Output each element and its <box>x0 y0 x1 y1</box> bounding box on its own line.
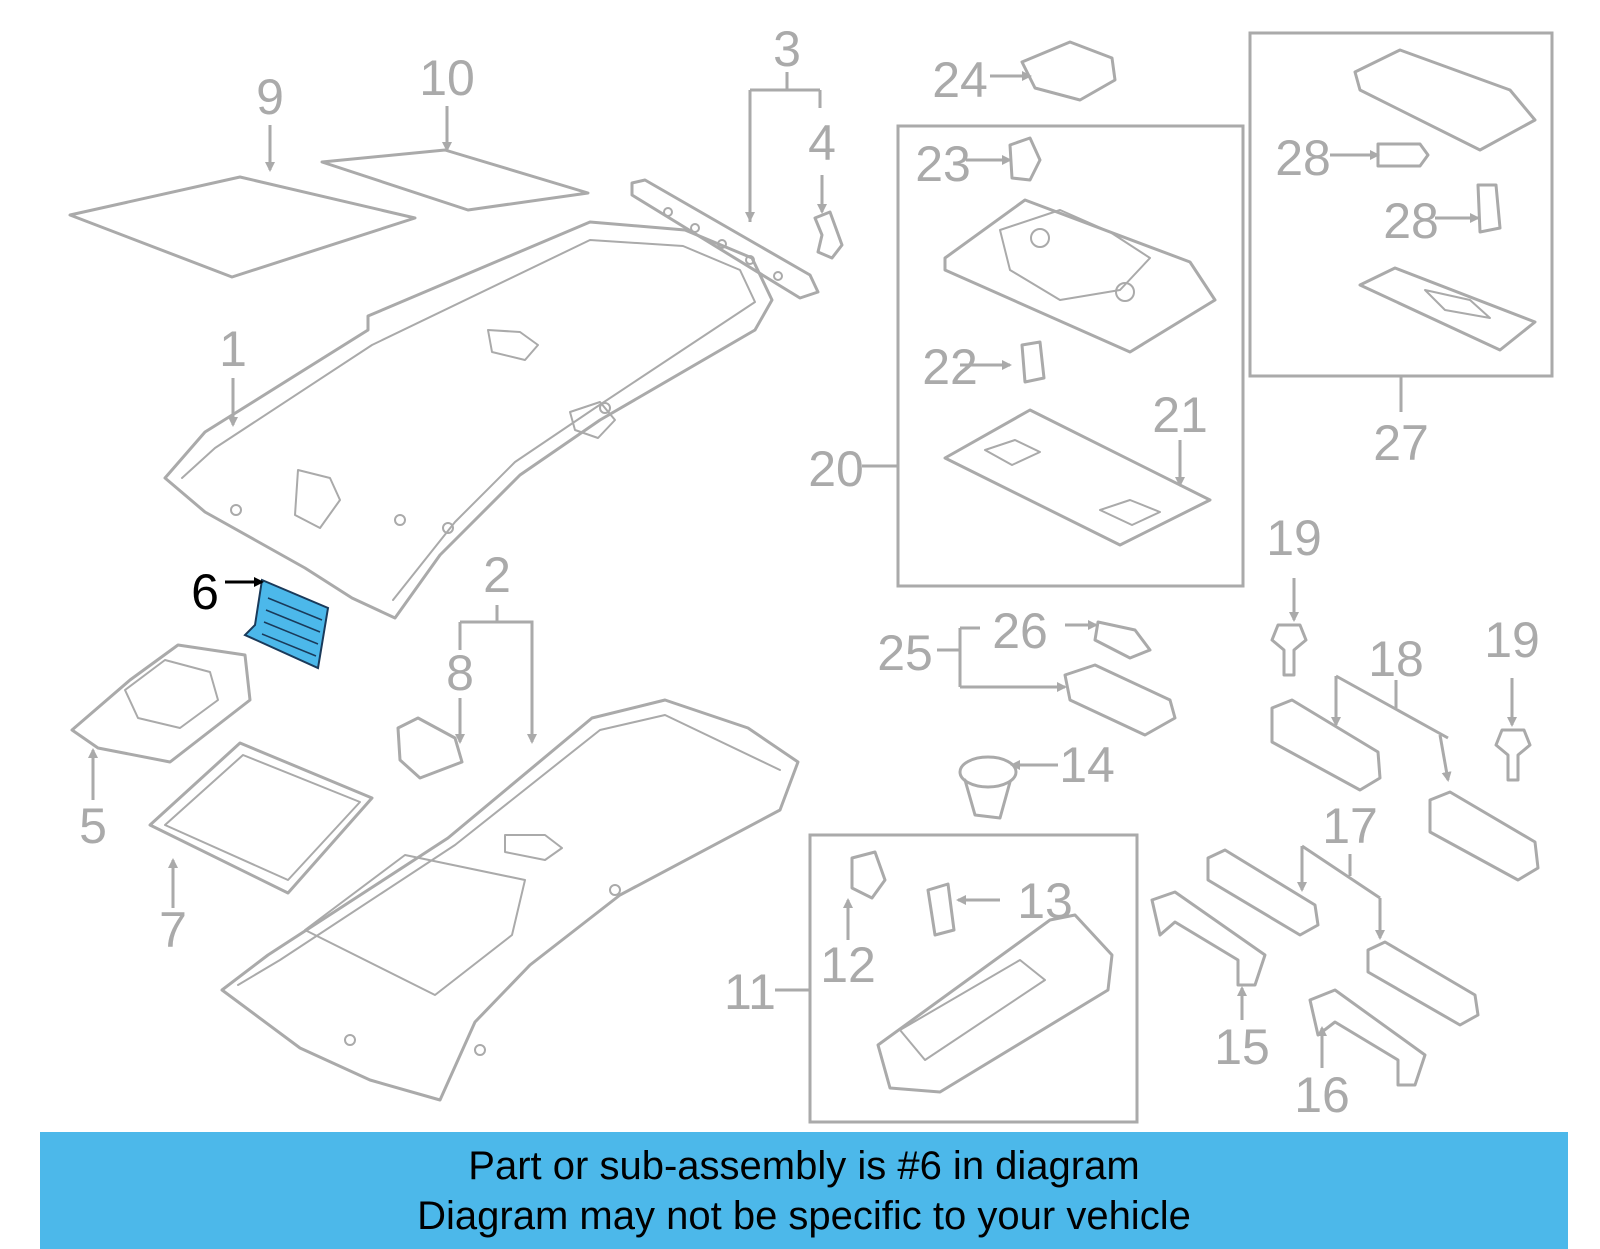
part-19-screw-a <box>1270 623 1308 677</box>
part-10-roof-panel <box>320 148 590 212</box>
part-28-bulb-b <box>1476 183 1502 234</box>
part-23-bulb <box>1008 136 1042 182</box>
callout-2: 2 <box>483 547 511 603</box>
part-18-bracket-b <box>1428 790 1540 882</box>
callout-19-b: 19 <box>1484 612 1540 668</box>
callout-9: 9 <box>256 69 284 125</box>
callout-14: 14 <box>1059 737 1115 793</box>
part-27-map-lamp <box>1353 48 1537 352</box>
part-5-console <box>70 643 252 764</box>
callout-23: 23 <box>915 136 971 192</box>
part-18-bracket-a <box>1270 698 1382 792</box>
callout-11: 11 <box>724 964 776 1020</box>
part-19-screw-b <box>1494 728 1532 782</box>
part-7-seal <box>148 741 374 895</box>
part-4-clip <box>813 210 844 260</box>
part-15-grab-handle <box>1150 890 1267 987</box>
callout-24: 24 <box>932 52 988 108</box>
part-17-bracket-b <box>1366 940 1480 1027</box>
part-6-highlighted <box>243 578 330 670</box>
callout-13: 13 <box>1017 873 1073 929</box>
callout-28-a: 28 <box>1275 130 1331 186</box>
part-25-lamp <box>1063 663 1177 737</box>
callout-12: 12 <box>820 937 876 993</box>
part-12-clip <box>850 850 887 900</box>
part-14-grommet <box>958 755 1018 820</box>
part-9-roof-panel <box>68 175 417 279</box>
callout-26: 26 <box>992 603 1048 659</box>
part-1-headliner <box>163 220 774 620</box>
info-banner: Part or sub-assembly is #6 in diagram Di… <box>40 1132 1568 1249</box>
callout-8: 8 <box>446 645 474 701</box>
box-20 <box>896 124 1245 588</box>
part-21-lamp-lens <box>943 408 1212 547</box>
callout-15: 15 <box>1214 1019 1270 1075</box>
callout-16: 16 <box>1294 1067 1350 1123</box>
callout-5: 5 <box>79 798 107 854</box>
part-28-bulb-a <box>1376 142 1430 168</box>
box-11 <box>808 833 1139 1124</box>
callout-17: 17 <box>1322 798 1378 854</box>
part-22-bulb <box>1020 340 1046 384</box>
banner-line-1: Part or sub-assembly is #6 in diagram <box>468 1143 1140 1188</box>
callout-20: 20 <box>808 441 864 497</box>
part-11-sun-visor <box>876 913 1114 1094</box>
callout-22: 22 <box>922 339 978 395</box>
part-24-switch <box>1020 40 1117 102</box>
part-17-bracket-a <box>1206 848 1320 937</box>
callout-10: 10 <box>419 50 475 106</box>
callout-27: 27 <box>1373 415 1429 471</box>
part-26-bulb <box>1093 620 1152 660</box>
callout-3: 3 <box>773 21 801 77</box>
banner-line-2: Diagram may not be specific to your vehi… <box>417 1193 1191 1238</box>
part-2-headliner <box>220 698 800 1102</box>
callout-18: 18 <box>1368 631 1424 687</box>
part-3-rail-trim <box>630 178 820 300</box>
part-20-lamp-assembly <box>943 198 1217 354</box>
callout-21: 21 <box>1152 387 1208 443</box>
callout-4: 4 <box>808 115 836 171</box>
callout-7: 7 <box>159 902 187 958</box>
callout-19-a: 19 <box>1266 510 1322 566</box>
callout-6: 6 <box>191 564 219 620</box>
callout-28-b: 28 <box>1383 193 1439 249</box>
part-8-clip <box>396 716 464 780</box>
callout-25: 25 <box>877 625 933 681</box>
part-13-clip <box>926 882 956 937</box>
leader-lines <box>88 71 1517 1068</box>
callout-1: 1 <box>219 321 247 377</box>
